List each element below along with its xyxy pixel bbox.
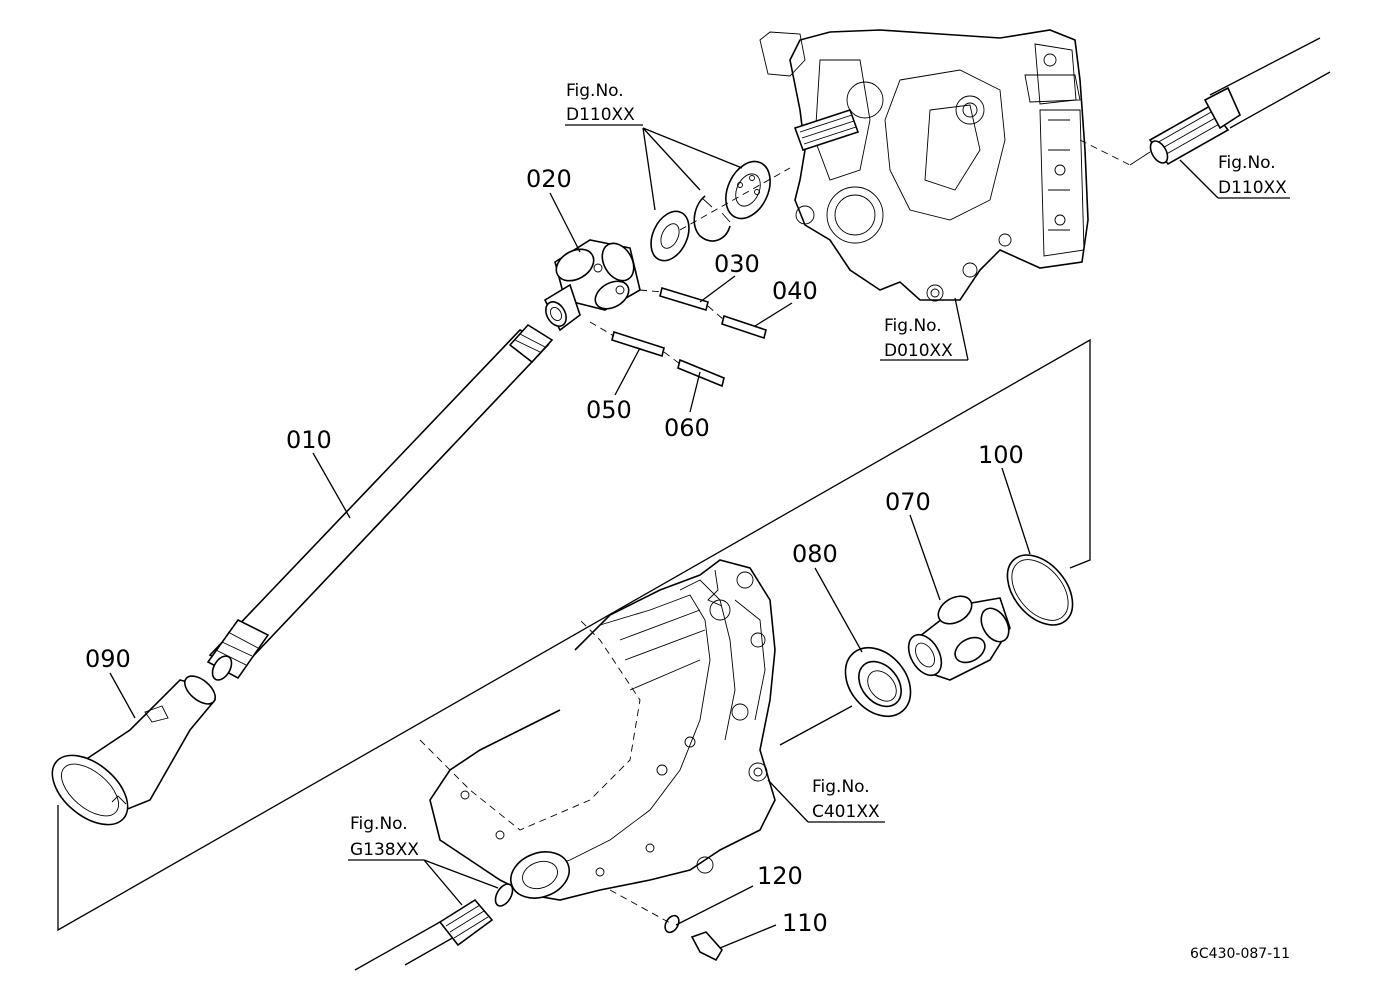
label-030: 030 <box>714 250 760 278</box>
universal-joint-upper <box>543 239 641 332</box>
label-010: 010 <box>286 426 332 454</box>
universal-joint-lower <box>907 595 1011 681</box>
assembly-outline <box>57 338 1091 932</box>
ref-d110xx-right-code: D110XX <box>1218 178 1287 198</box>
ref-g138xx-prefix: Fig.No. <box>350 814 408 834</box>
propeller-shaft <box>206 323 554 681</box>
label-050: 050 <box>586 396 632 424</box>
o-ring <box>1006 554 1074 626</box>
ref-d110xx-upper-prefix: Fig.No. <box>566 81 624 101</box>
ref-d110xx-upper-code: D110XX <box>566 105 635 125</box>
label-070: 070 <box>885 488 931 516</box>
bearing-lower <box>779 646 912 746</box>
label-110: 110 <box>782 909 828 937</box>
label-020: 020 <box>526 165 572 193</box>
input-shaft-lower-left <box>354 883 723 971</box>
label-080: 080 <box>792 540 838 568</box>
leader-lines <box>109 124 1290 949</box>
ref-c401xx-code: C401XX <box>812 802 880 822</box>
drawing-number: 6C430-087-11 <box>1190 946 1290 962</box>
label-040: 040 <box>772 277 818 305</box>
input-shaft-upper-right <box>1079 37 1331 166</box>
ref-c401xx-prefix: Fig.No. <box>812 777 870 797</box>
ref-d010xx-prefix: Fig.No. <box>884 316 942 336</box>
spring-pins <box>589 286 767 388</box>
label-090: 090 <box>85 645 131 673</box>
bearing-snap-ring-seal-upper <box>650 160 791 262</box>
ref-g138xx-code: G138XX <box>350 840 419 860</box>
label-100: 100 <box>978 441 1024 469</box>
label-060: 060 <box>664 414 710 442</box>
transmission-case-upper <box>759 29 1089 302</box>
label-120: 120 <box>757 862 803 890</box>
shaft-cover <box>51 675 217 826</box>
clutch-housing-lower <box>419 559 776 901</box>
ref-d010xx-code: D010XX <box>884 341 953 361</box>
ref-d110xx-right-prefix: Fig.No. <box>1218 153 1276 173</box>
